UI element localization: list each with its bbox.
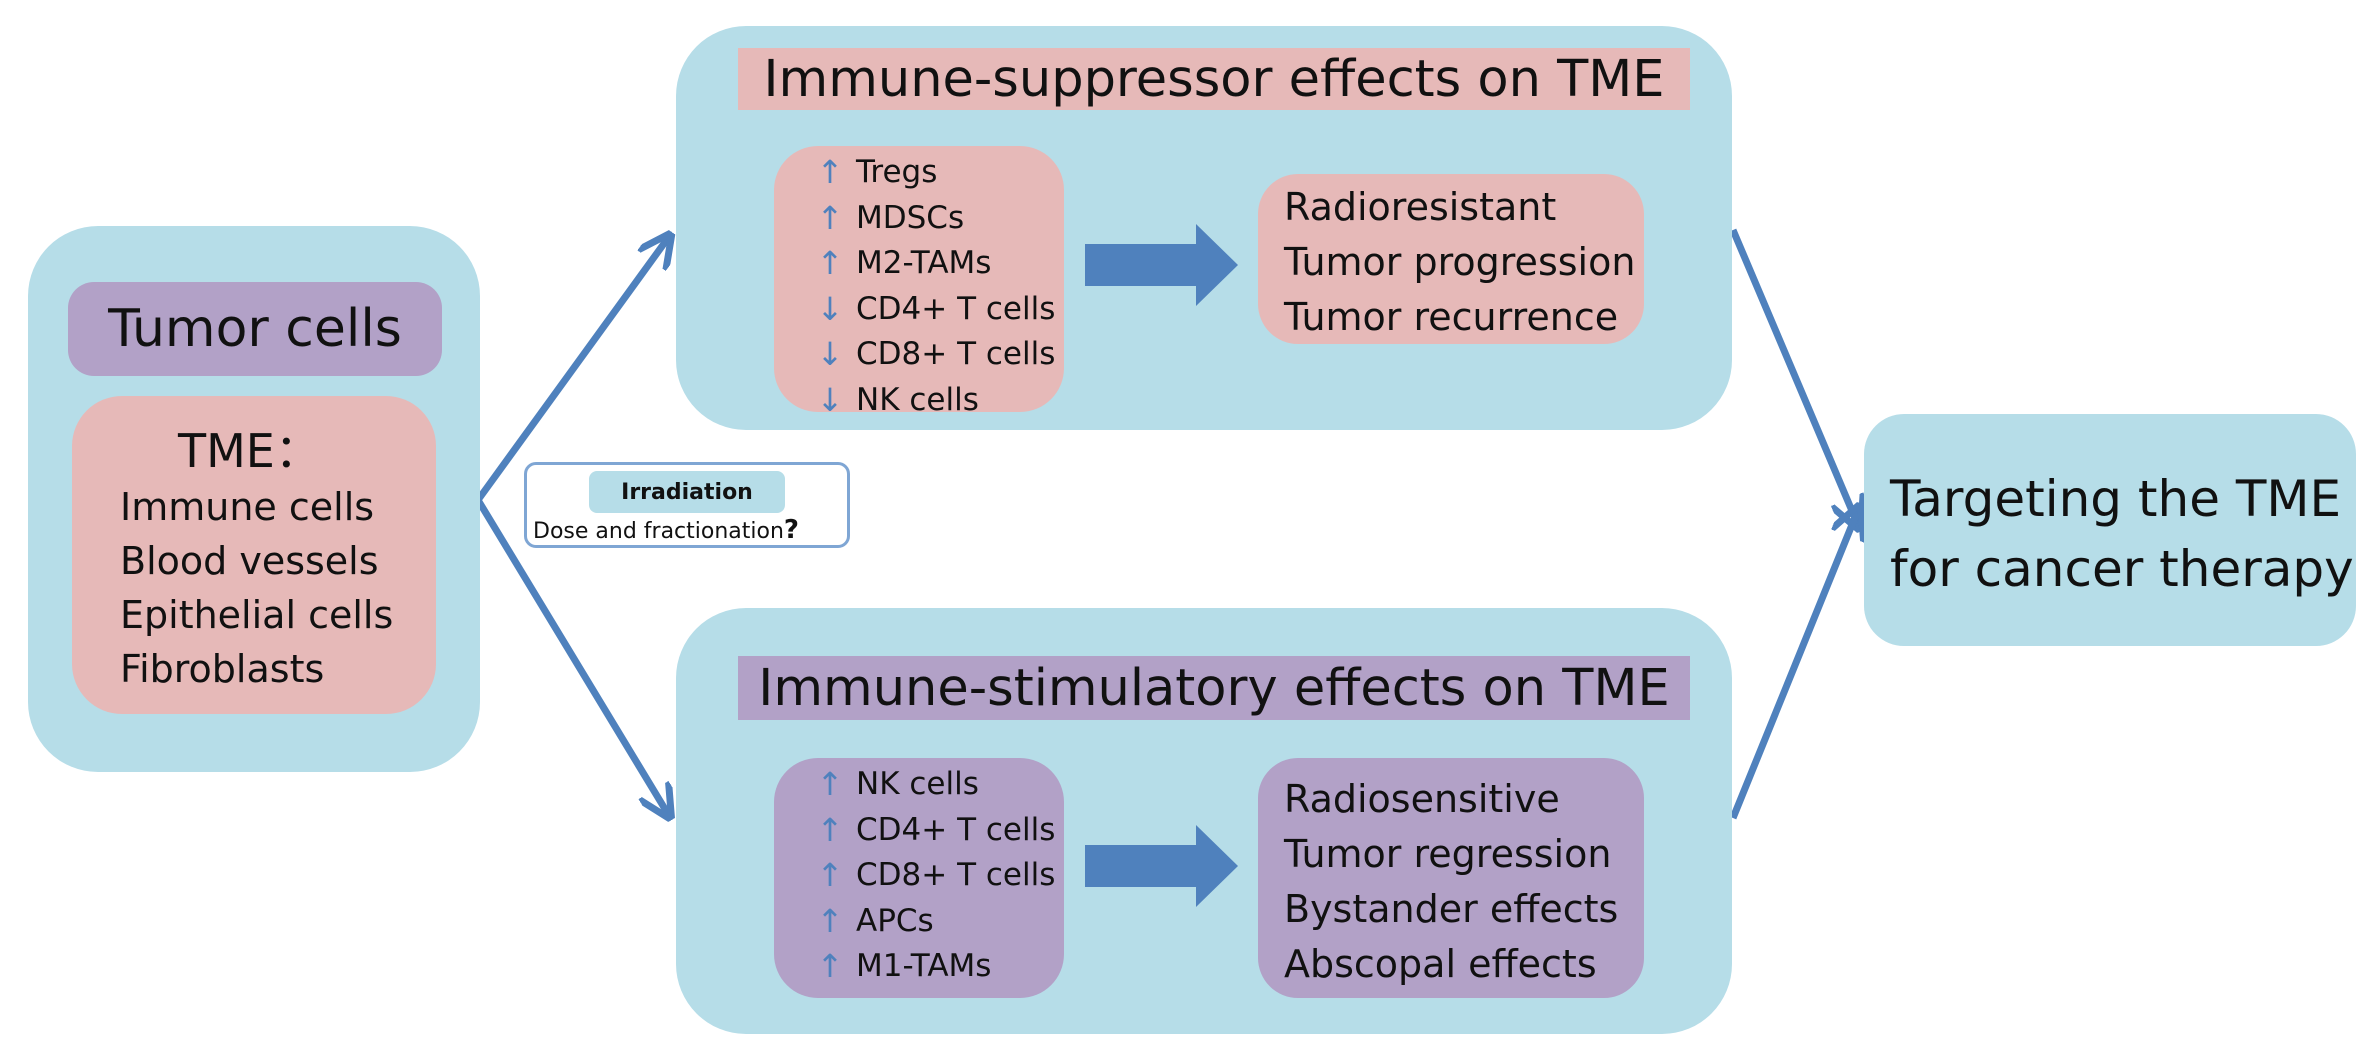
irradiation-callout: Irradiation Dose and fractionation? xyxy=(524,462,850,548)
block-arrow-icon xyxy=(1085,224,1238,306)
arrow-suppressor-to-target xyxy=(1729,228,1858,525)
cell-row: ↑ MDSCs xyxy=(812,196,1064,242)
cell-label: CD8+ T cells xyxy=(856,336,1056,372)
tme-box: TME： Immune cells Blood vessels Epitheli… xyxy=(72,396,436,714)
down-arrow-icon: ↓ xyxy=(816,289,844,328)
target-panel: Targeting the TME for cancer therapy xyxy=(1864,414,2356,646)
target-line: for cancer therapy xyxy=(1890,540,2354,598)
arrow-to-suppressor xyxy=(475,238,668,503)
cell-row: ↑ M2-TAMs xyxy=(812,241,1064,287)
cell-label: CD4+ T cells xyxy=(856,811,1056,848)
outcome-item: Radiosensitive xyxy=(1284,777,1560,821)
outcome-item: Abscopal effects xyxy=(1284,942,1597,986)
cell-label: APCs xyxy=(856,902,934,939)
cell-label: M1-TAMs xyxy=(856,948,992,984)
stimulatory-outcomes: Radiosensitive Tumor regression Bystande… xyxy=(1258,758,1644,998)
cell-row: ↑ CD4+ T cells xyxy=(812,808,1064,854)
down-arrow-icon: ↓ xyxy=(816,380,844,419)
up-arrow-icon: ↑ xyxy=(816,947,844,985)
cell-label: M2-TAMs xyxy=(856,245,992,281)
stimulatory-cell-list: ↑ NK cells ↑ CD4+ T cells ↑ CD8+ T cells ↑ A… xyxy=(774,758,1064,998)
cell-label: NK cells xyxy=(856,766,979,802)
tumor-cells-title: Tumor cells xyxy=(68,282,442,376)
up-arrow-icon: ↑ xyxy=(816,901,844,940)
cell-label: Tregs xyxy=(856,154,938,190)
suppressor-cell-list: ↑ Tregs ↑ MDSCs ↑ M2-TAMs ↓ CD4+ T cells ↓ CD… xyxy=(774,146,1064,419)
cell-label: CD4+ T cells xyxy=(856,290,1056,327)
tme-item: Fibroblasts xyxy=(120,647,325,691)
up-arrow-icon: ↑ xyxy=(816,198,844,237)
cell-row: ↑ NK cells xyxy=(812,762,1064,808)
up-arrow-icon: ↑ xyxy=(816,765,844,803)
up-arrow-icon: ↑ xyxy=(816,856,844,894)
tme-item: Epithelial cells xyxy=(120,593,394,637)
tme-item: Immune cells xyxy=(120,485,375,529)
tme-title: TME： xyxy=(178,424,321,478)
arrow-to-stimulatory xyxy=(475,498,668,814)
outcome-item: Tumor recurrence xyxy=(1284,295,1619,339)
up-arrow-icon: ↑ xyxy=(816,153,844,191)
cell-row: ↑ APCs xyxy=(812,899,1064,945)
cell-label: NK cells xyxy=(856,381,979,418)
dose-fractionation-text: Dose and fractionation? xyxy=(533,515,849,545)
cell-label: CD8+ T cells xyxy=(856,857,1056,893)
suppressor-outcomes: Radioresistant Tumor progression Tumor r… xyxy=(1258,174,1644,344)
dose-fractionation-label: Dose and fractionation xyxy=(533,519,784,544)
arrow-stimulatory-to-target xyxy=(1729,510,1858,820)
suppressor-title: Immune-suppressor effects on TME xyxy=(738,48,1690,110)
outcome-item: Tumor progression xyxy=(1284,240,1636,284)
down-arrow-icon: ↓ xyxy=(816,335,844,373)
outcome-item: Tumor regression xyxy=(1284,832,1612,876)
outcome-item: Bystander effects xyxy=(1284,887,1619,931)
cell-row: ↓ CD4+ T cells xyxy=(812,287,1064,333)
cell-label: MDSCs xyxy=(856,199,965,236)
up-arrow-icon: ↑ xyxy=(816,810,844,849)
cell-row: ↑ M1-TAMs xyxy=(812,944,1064,990)
tme-item: Blood vessels xyxy=(120,539,379,583)
cell-row: ↓ NK cells xyxy=(812,378,1064,424)
question-mark: ? xyxy=(783,515,799,545)
stimulatory-title: Immune-stimulatory effects on TME xyxy=(738,656,1690,720)
cell-row: ↑ CD8+ T cells xyxy=(812,853,1064,899)
cell-row: ↑ Tregs xyxy=(812,150,1064,196)
outcome-item: Radioresistant xyxy=(1284,185,1557,229)
target-line: Targeting the TME xyxy=(1890,470,2342,528)
block-arrow-icon xyxy=(1085,825,1238,907)
up-arrow-icon: ↑ xyxy=(816,244,844,282)
tme-items: Immune cells Blood vessels Epithelial ce… xyxy=(120,480,436,696)
irradiation-label: Irradiation xyxy=(589,471,785,513)
cell-row: ↓ CD8+ T cells xyxy=(812,332,1064,378)
